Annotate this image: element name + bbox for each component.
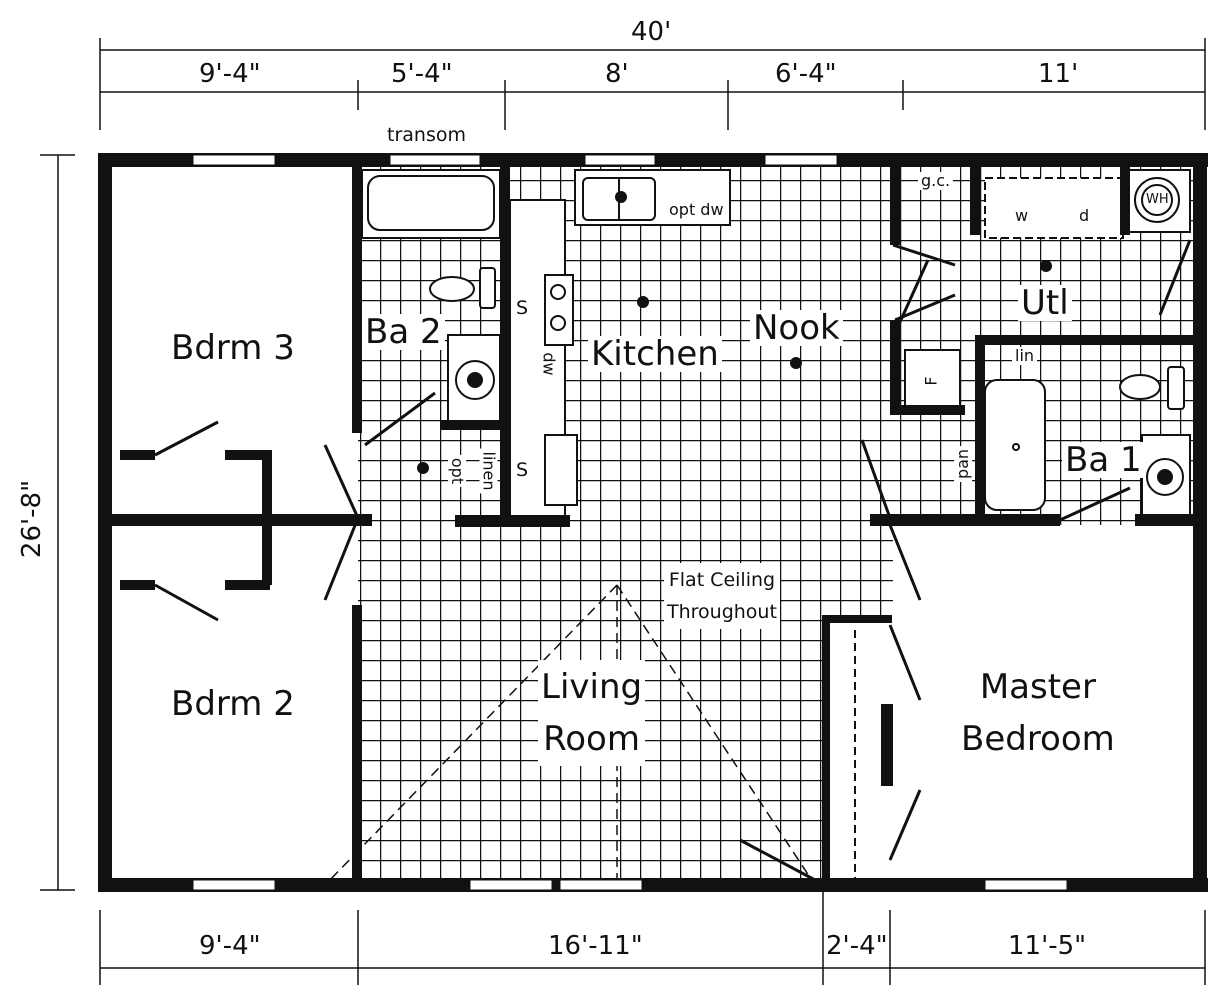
- dimension-lines: [40, 38, 1206, 985]
- room-label-bdrm3: Bdrm 3: [168, 330, 298, 366]
- room-label-master-bedroom: Master Bedroom: [958, 660, 1118, 766]
- pan-label: pan: [953, 445, 973, 483]
- room-label-utl: Utl: [1018, 285, 1072, 321]
- tile-floor-main: [358, 165, 893, 885]
- windows: [192, 154, 1068, 891]
- living-line1: Living: [541, 667, 643, 707]
- top-dimension-4: 6'-4": [775, 59, 837, 89]
- room-label-nook: Nook: [750, 310, 843, 346]
- room-label-living-room: Living Room: [538, 660, 646, 766]
- top-dimension-2: 5'-4": [391, 59, 453, 89]
- ceiling-note: Flat Ceiling Throughout: [664, 563, 780, 629]
- water-heater-label: WH: [1146, 192, 1169, 207]
- master-line2: Bedroom: [961, 719, 1115, 759]
- room-label-bdrm2: Bdrm 2: [168, 686, 298, 722]
- top-dimension-1: 9'-4": [199, 59, 261, 89]
- master-line1: Master: [979, 667, 1096, 707]
- shelf-lower-label: S: [513, 460, 532, 481]
- walls: [98, 153, 1208, 892]
- top-dimension-3: 8': [605, 59, 629, 89]
- ceiling-note-line2: Throughout: [667, 601, 777, 623]
- transom-label: transom: [387, 124, 466, 146]
- ceiling-lights: [417, 260, 1052, 474]
- shelf-upper-label: S: [513, 298, 532, 319]
- dryer-label: d: [1076, 207, 1093, 225]
- linen-label: linen: [479, 448, 499, 494]
- washer-label: w: [1012, 207, 1032, 225]
- bottom-dimension-4: 11'-5": [1008, 931, 1087, 961]
- dw-label: dw: [539, 349, 559, 379]
- room-label-ba2: Ba 2: [362, 314, 445, 350]
- bottom-dimension-3: 2'-4": [826, 931, 888, 961]
- overall-depth-label: 26'-8": [17, 479, 48, 559]
- door-swings: [154, 239, 1192, 882]
- living-line2: Room: [543, 719, 640, 759]
- opt-label: opt: [448, 454, 467, 488]
- bottom-dimension-2: 16'-11": [548, 931, 643, 961]
- room-label-kitchen: Kitchen: [588, 336, 722, 372]
- opt-dw-label: opt dw: [666, 201, 727, 219]
- bottom-dimension-1: 9'-4": [199, 931, 261, 961]
- furnace-label: F: [922, 373, 941, 389]
- lin-label: lin: [1012, 347, 1038, 365]
- gc-label: g.c.: [918, 172, 954, 190]
- room-label-ba1: Ba 1: [1062, 442, 1145, 478]
- ceiling-note-line1: Flat Ceiling: [668, 569, 776, 591]
- top-dimension-5: 11': [1038, 59, 1079, 89]
- overall-width-label: 40': [631, 17, 672, 47]
